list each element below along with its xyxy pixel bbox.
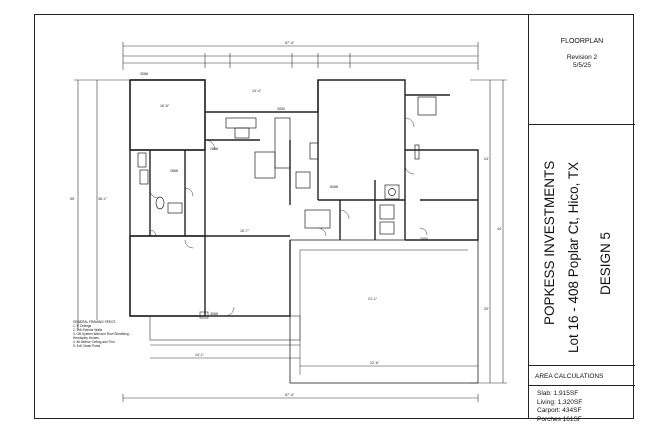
drawing-sheet xyxy=(34,14,634,419)
dim-right-upper: 24' xyxy=(484,157,489,161)
revision-box: FLOORPLAN Revision 2 5/5/25 xyxy=(529,14,635,124)
dim-carport-width: 21'-1" xyxy=(368,297,378,301)
door-tag: 2668 xyxy=(170,169,178,173)
dim-inner-left: 36'-1" xyxy=(98,197,108,201)
framing-note: 3. OB System Wall and Roof Sheathing - H… xyxy=(73,332,131,340)
floorplan-drawing: 67'-4" 67'-4" 44' 55' 36'-1" 24' 20' 16'… xyxy=(70,41,507,402)
design-label: DESIGN 5 xyxy=(598,231,613,295)
project-info: POPKESS INVESTMENTS Lot 16 - 408 Poplar … xyxy=(529,124,635,366)
door-tag: 6068 xyxy=(330,185,338,189)
framing-notes-heading: GENERAL FRAMING SPECS xyxy=(73,320,116,324)
framing-notes: GENERAL FRAMING SPECS 1. 9' Ceilings 2. … xyxy=(73,320,139,348)
dim-mid: 15'-7" xyxy=(240,229,250,233)
area-heading: AREA CALCULATIONS xyxy=(529,366,635,386)
company-name: POPKESS INVESTMENTS xyxy=(542,160,557,325)
dim-overall-bottom: 67'-4" xyxy=(285,393,295,397)
dim-left-overall: 55' xyxy=(70,197,75,201)
window-tag: 3050 xyxy=(277,107,285,111)
framing-note: 5. 3x6 Cedar Posts xyxy=(73,344,101,348)
dim-bottom-b: 22'-6" xyxy=(370,361,380,365)
framing-note: 1. 9' Ceilings xyxy=(73,324,92,328)
sheet-label: FLOORPLAN xyxy=(560,38,604,45)
door-tag: 2050 xyxy=(420,237,428,241)
dim-bottom-a: 14'-1" xyxy=(195,353,205,357)
window-tag: 3068 xyxy=(140,72,148,76)
revision-label: Revision 2 xyxy=(566,54,598,61)
project-address: Lot 16 - 408 Poplar Ct, Hico, TX xyxy=(566,161,581,353)
framing-note: 2. 2x6 Exterior Walls xyxy=(73,328,103,332)
area-living: Living: 1,320SF xyxy=(537,398,583,406)
area-porches: Porches 161SF xyxy=(537,415,582,423)
title-block: FLOORPLAN Revision 2 5/5/25 POPKESS INVE… xyxy=(528,14,635,423)
dim-kitchen-width: 13'-4" xyxy=(252,89,262,93)
door-tag: 2868 xyxy=(210,147,218,151)
area-carport: Carport: 434SF xyxy=(537,407,582,414)
dim-right-lower: 20' xyxy=(484,307,489,311)
revision-date: 5/5/25 xyxy=(572,62,592,69)
dim-overall-top: 67'-4" xyxy=(285,41,295,45)
area-calculations: AREA CALCULATIONS Slab: 1,915SF Living: … xyxy=(529,366,635,423)
door-tag: 3068 xyxy=(210,312,218,316)
area-slab: Slab: 1,915SF xyxy=(537,390,579,397)
framing-note: 4. All Interior Ceiling and Trim xyxy=(73,340,115,344)
dim-left-top: 16'-6" xyxy=(160,104,170,108)
dim-right-overall: 44' xyxy=(497,227,502,231)
